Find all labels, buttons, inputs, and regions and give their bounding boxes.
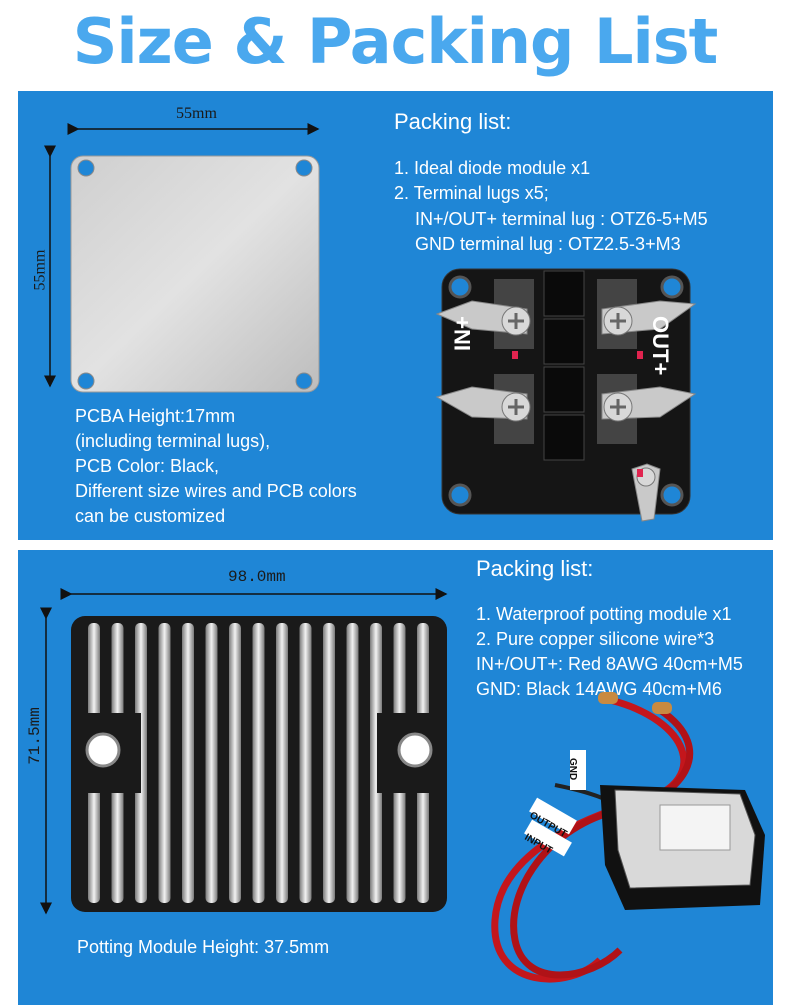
potting-module-image — [491, 692, 765, 983]
packing-item: 1. Waterproof potting module x1 — [476, 604, 732, 624]
heatsink-fin — [182, 623, 194, 903]
mounting-hole — [77, 159, 95, 177]
heatsink-fin — [370, 623, 382, 903]
heatsink-drawing — [40, 588, 448, 915]
wire-label-gnd: GND — [567, 758, 578, 781]
aluminum-plate-drawing — [44, 123, 320, 393]
note-line: (including terminal lugs), — [75, 431, 271, 451]
packing-item: 1. Ideal diode module x1 — [394, 158, 591, 178]
heatsink-fin — [252, 623, 265, 903]
pcb-module-image — [435, 268, 697, 522]
heatsink-fin — [299, 623, 312, 903]
board-label-out: OUT+ — [648, 316, 673, 376]
width-dimension-label: 55mm — [176, 105, 217, 122]
mounting-hole — [295, 159, 313, 177]
note-line: PCBA Height:17mm — [75, 406, 236, 426]
heatsink-fin — [323, 623, 335, 903]
heatsink-fin — [229, 623, 241, 903]
board-label-in: IN+ — [450, 316, 475, 351]
note-line: PCB Color: Black, — [75, 456, 220, 476]
note-line: Different size wires and PCB colors — [75, 481, 357, 501]
packing-list-heading: Packing list: — [394, 109, 512, 134]
mounting-hole — [77, 372, 95, 390]
packing-item: 2. Terminal lugs x5; — [394, 183, 549, 203]
aluminum-plate — [70, 155, 320, 393]
packing-item: 2. Pure copper silicone wire*3 — [476, 629, 715, 649]
heatsink-fin — [158, 623, 171, 903]
note-line: can be customized — [75, 506, 226, 526]
section-ideal-diode-module: 55mm 55mm Packing list: 1. Ideal diode m… — [18, 91, 773, 540]
potting-height-note: Potting Module Height: 37.5mm — [77, 937, 330, 957]
page-title: Size & Packing List — [72, 5, 719, 78]
packing-list-heading: Packing list: — [476, 556, 594, 581]
packing-item: GND: Black 14AWG 40cm+M6 — [476, 679, 722, 699]
height-dimension-label: 71.5mm — [25, 707, 44, 765]
heatsink-fin — [276, 623, 288, 903]
packing-item: IN+/OUT+: Red 8AWG 40cm+M5 — [476, 654, 743, 674]
packing-item: IN+/OUT+ terminal lug : OTZ6-5+M5 — [415, 209, 708, 229]
heatsink-fin — [205, 623, 218, 903]
height-dimension-label: 55mm — [31, 249, 49, 291]
mounting-hole — [295, 372, 313, 390]
packing-item: GND terminal lug : OTZ2.5-3+M3 — [415, 234, 681, 254]
heatsink-fin — [346, 623, 359, 903]
width-dimension-label: 98.0mm — [228, 568, 286, 586]
section-potting-module: 98.0mm 71.5mm Packing list: 1. Waterproo… — [18, 550, 773, 1005]
